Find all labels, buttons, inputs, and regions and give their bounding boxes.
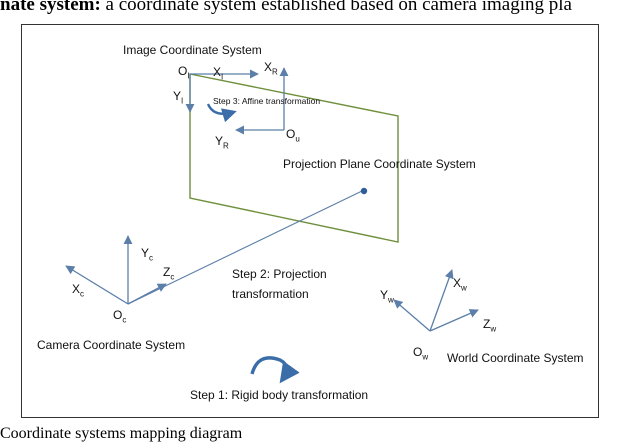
world-coordinate-system-label: World Coordinate System [447, 351, 584, 365]
step2-label-line1: Step 2: Projection [232, 267, 327, 281]
projection-ray [127, 190, 363, 305]
bottom-caption: Coordinate systems mapping diagram [0, 425, 243, 442]
z-c-axis [127, 283, 167, 305]
figure-frame [21, 24, 599, 418]
x-c-symbol: Xc [72, 282, 85, 299]
y-i-symbol: YI [173, 89, 184, 106]
o-u-symbol: Ou [286, 127, 300, 144]
z-c-symbol: Zc [163, 265, 175, 282]
o-c-symbol: Oc [113, 308, 127, 325]
o-i-symbol: OI [178, 64, 190, 81]
top-caption: nate system: a coordinate system establi… [0, 0, 640, 16]
step3-label: Step 3: Affine transformation [213, 96, 321, 106]
y-w-axis [393, 299, 431, 332]
x-c-axis [65, 265, 129, 305]
y-r-symbol: YR [215, 134, 229, 151]
x-r-symbol: XR [264, 60, 278, 77]
z-w-symbol: Zw [483, 317, 497, 334]
y-w-symbol: Yw [380, 288, 394, 305]
step1-label: Step 1: Rigid body transformation [190, 388, 369, 402]
top-caption-text: a coordinate system established based on… [100, 0, 572, 15]
z-w-axis [429, 309, 479, 332]
projection-plane [189, 73, 399, 243]
step2-label-line2: transformation [232, 287, 309, 301]
top-caption-bold: nate system: [0, 0, 101, 15]
image-coordinate-system-label: Image Coordinate System [123, 43, 262, 57]
projection-point [360, 187, 368, 195]
step1-rotation-arrow [250, 356, 300, 384]
y-c-symbol: Yc [141, 246, 154, 263]
camera-coordinate-system-label: Camera Coordinate System [37, 338, 186, 352]
step3-rotation-arrow [206, 103, 237, 123]
o-w-symbol: Ow [413, 345, 429, 362]
projection-plane-coordinate-system-label: Projection Plane Coordinate System [283, 157, 476, 171]
x-w-symbol: Xw [453, 276, 467, 293]
x-w-axis [429, 269, 454, 332]
x-i-symbol: XI [213, 65, 224, 82]
